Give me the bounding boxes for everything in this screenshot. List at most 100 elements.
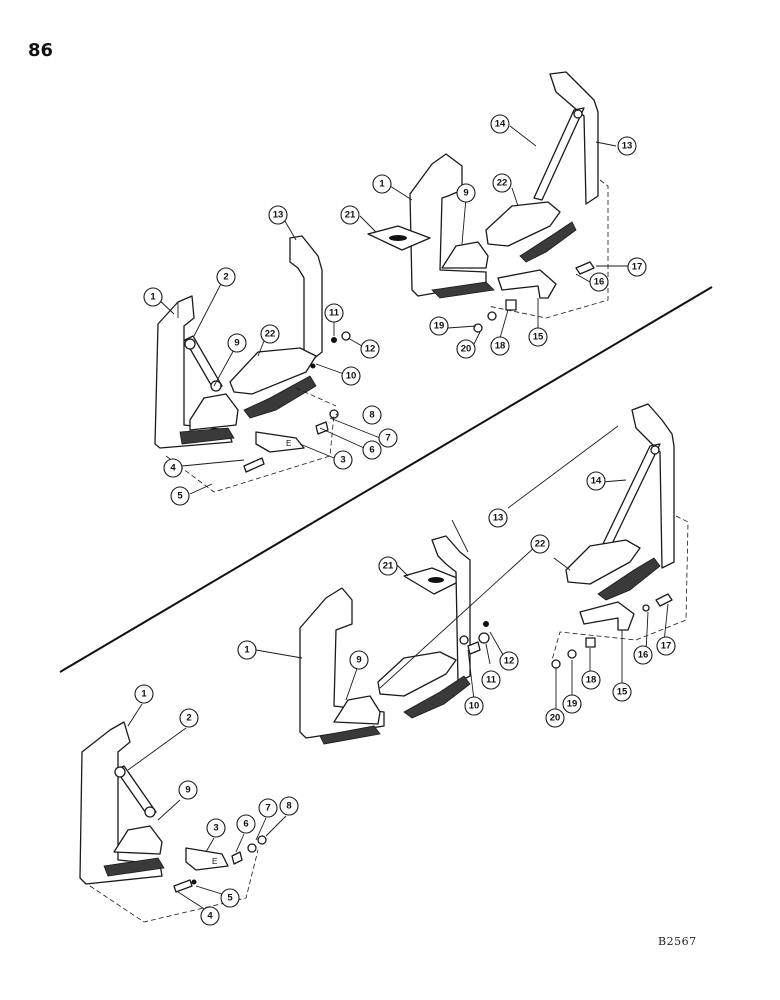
callout-lr-19: 19: [562, 694, 582, 714]
upper-right-bracket: [549, 71, 599, 205]
callout-lm-10: 10: [464, 696, 484, 716]
svg-text:5: 5: [177, 491, 183, 502]
svg-text:15: 15: [533, 332, 544, 343]
upper-left-skid-plate: [189, 393, 239, 431]
callout-ll-6: 6: [236, 814, 256, 834]
callout-ul-10: 10: [341, 366, 361, 386]
callout-ul-12: 12: [360, 339, 380, 359]
callout-ll-9: 9: [178, 780, 198, 800]
svg-text:7: 7: [265, 803, 270, 814]
callout-ul-3: 3: [333, 450, 353, 470]
svg-text:20: 20: [461, 344, 472, 355]
lower-middle-assembly: [255, 519, 537, 745]
svg-text:10: 10: [346, 371, 357, 382]
upper-right-skid-plate: [441, 241, 489, 269]
callout-ll-8: 8: [279, 796, 299, 816]
svg-text:9: 9: [463, 188, 468, 199]
upper-left-assembly: E: [154, 215, 381, 495]
svg-text:2: 2: [186, 713, 191, 724]
callout-ur-17: 17: [627, 257, 647, 277]
callout-ul-5: 5: [170, 486, 190, 506]
callout-ul-22: 22: [260, 324, 280, 344]
svg-text:1: 1: [379, 179, 385, 190]
callout-ul-2: 2: [216, 267, 236, 287]
upper-left-bracket: [289, 235, 323, 361]
svg-text:3: 3: [213, 823, 218, 834]
upper-left-arm-pin: [184, 338, 196, 350]
svg-text:17: 17: [632, 262, 643, 273]
callout-ur-15: 15: [528, 327, 548, 347]
svg-text:18: 18: [495, 341, 506, 352]
callout-ur-9: 9: [456, 183, 476, 203]
upper-left-arm: [184, 335, 223, 391]
callout-lm-9: 9: [349, 650, 369, 670]
svg-text:16: 16: [594, 277, 605, 288]
callout-lr-20: 20: [545, 708, 565, 728]
callout-ul-13: 13: [268, 205, 288, 225]
callout-ur-20: 20: [456, 339, 476, 359]
svg-text:21: 21: [383, 561, 394, 572]
upper-right-frame: [409, 153, 487, 297]
callout-ur-21: 21: [340, 205, 360, 225]
svg-text:5: 5: [227, 893, 233, 904]
callout-ul-11: 11: [324, 303, 344, 323]
svg-text:14: 14: [495, 119, 506, 130]
svg-text:22: 22: [265, 329, 276, 340]
callout-lm-12: 12: [499, 651, 519, 671]
svg-text:3: 3: [340, 455, 345, 466]
callout-lm-13: 13: [488, 508, 508, 528]
callout-ur-16: 16: [589, 272, 609, 292]
svg-text:17: 17: [661, 641, 672, 652]
callout-ur-1: 1: [372, 174, 392, 194]
callout-lm-1: 1: [237, 640, 257, 660]
svg-text:6: 6: [369, 445, 374, 456]
lower-right-bracket: [631, 403, 675, 569]
callout-lm-11: 11: [481, 670, 501, 690]
svg-text:4: 4: [207, 911, 213, 922]
callout-ll-5: 5: [220, 888, 240, 908]
callout-ur-18: 18: [490, 336, 510, 356]
svg-text:1: 1: [141, 689, 147, 700]
svg-text:6: 6: [243, 819, 248, 830]
svg-text:8: 8: [369, 410, 374, 421]
callout-lr-15: 15: [612, 682, 632, 702]
lower-right-assembly: [507, 403, 689, 716]
lower-middle-shoe: [377, 651, 457, 697]
svg-text:11: 11: [329, 308, 340, 319]
callout-ll-7: 7: [258, 798, 278, 818]
callout-ll-3: 3: [206, 818, 226, 838]
svg-text:15: 15: [617, 687, 628, 698]
svg-text:9: 9: [185, 785, 190, 796]
svg-text:21: 21: [345, 210, 356, 221]
lower-left-plate: [185, 847, 229, 871]
svg-text:19: 19: [567, 699, 578, 710]
lower-left-skid-plate: [113, 825, 163, 855]
svg-text:10: 10: [469, 701, 480, 712]
svg-text:19: 19: [434, 321, 445, 332]
svg-text:22: 22: [497, 178, 508, 189]
upper-left-shoe: [229, 347, 317, 395]
callout-ll-1: 1: [134, 684, 154, 704]
callout-ul-7: 7: [378, 428, 398, 448]
callout-lm-21: 21: [378, 556, 398, 576]
svg-text:1: 1: [150, 292, 156, 303]
upper-right-assembly: [359, 71, 628, 349]
callout-ll-2: 2: [179, 708, 199, 728]
svg-text:11: 11: [486, 675, 497, 686]
callout-lr-17: 17: [656, 636, 676, 656]
svg-text:18: 18: [586, 675, 597, 686]
svg-text:12: 12: [504, 656, 515, 667]
svg-text:2: 2: [223, 272, 228, 283]
svg-text:9: 9: [234, 338, 239, 349]
svg-text:13: 13: [493, 513, 504, 524]
lower-left-assembly: E: [79, 703, 287, 923]
svg-text:8: 8: [286, 801, 291, 812]
svg-text:22: 22: [535, 539, 546, 550]
svg-text:16: 16: [638, 650, 649, 661]
figure-code: B2567: [658, 935, 697, 948]
svg-text:12: 12: [365, 344, 376, 355]
upper-left-plate: [255, 431, 305, 453]
callout-ul-9: 9: [227, 333, 247, 353]
callout-ur-19: 19: [429, 316, 449, 336]
